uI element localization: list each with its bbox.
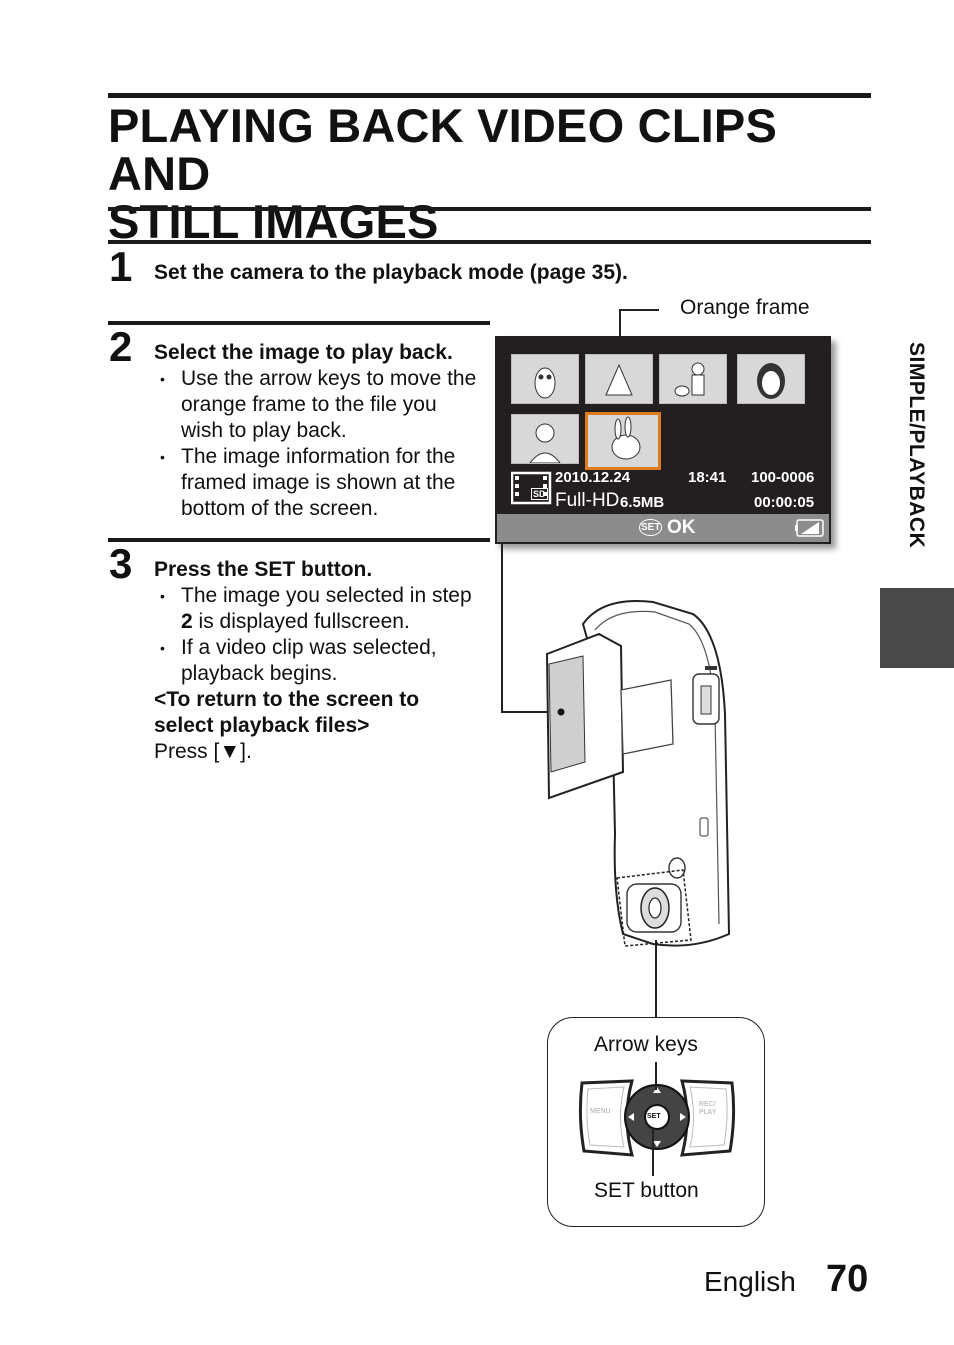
step-3-rule — [108, 538, 490, 542]
screen-callout-v — [501, 544, 503, 712]
screen-file-size: 6.5MB — [620, 494, 665, 511]
step-2-heading: Select the image to play back. — [154, 341, 453, 364]
arrow-right-icon — [680, 1113, 686, 1121]
orange-frame-callout-h — [619, 309, 659, 311]
lcd-callout-dot — [557, 708, 565, 716]
battery-icon — [795, 519, 824, 537]
step-3-bullet-1-pre: The image you selected in step — [181, 584, 472, 607]
screen-time: 18:41 — [688, 469, 727, 486]
arrow-up-icon — [653, 1087, 661, 1093]
screen-duration: 00:00:05 — [754, 494, 815, 511]
screen-file-number: 100-0006 — [751, 469, 815, 486]
return-heading-line-2: select playback files> — [154, 714, 370, 737]
step-2-rule — [108, 321, 490, 325]
sd-card-badge: SD — [531, 488, 548, 500]
page-title-line-1: PLAYING BACK VIDEO CLIPS AND — [108, 99, 777, 200]
step-1-heading: Set the camera to the playback mode (pag… — [154, 261, 628, 284]
set-button-pointer — [652, 1128, 654, 1176]
lcd-playback-screen: SD 2010.12.24 18:41 100-0006 Full-HD 6.5… — [495, 336, 831, 544]
step-2-bullet-1: Use the arrow keys to move the orange fr… — [154, 366, 479, 444]
screen-mode: Full-HD — [555, 490, 620, 511]
step-3-bullet-2: If a video clip was selected, playback b… — [154, 635, 479, 687]
thumbnail-girl-dog — [659, 354, 727, 404]
ok-label: OK — [667, 517, 696, 538]
set-button-icon — [644, 1104, 670, 1130]
keypad-rec-play-text-2: PLAY — [699, 1109, 717, 1116]
orange-frame-label: Orange frame — [680, 296, 810, 319]
arrow-keys-label: Arrow keys — [594, 1033, 698, 1056]
page-title: PLAYING BACK VIDEO CLIPS AND STILL IMAGE… — [108, 102, 878, 246]
step-3-bullet-1-post: is displayed fullscreen. — [192, 610, 410, 633]
step-3-bullet-1-bold: 2 — [181, 610, 193, 633]
step-1-rule — [108, 240, 871, 244]
keypad-menu-text: MENU — [590, 1108, 611, 1115]
step-3-heading: Press the SET button. — [154, 558, 373, 581]
step-3-bullets: The image you selected in step 2 is disp… — [154, 583, 479, 687]
camera-illustration — [545, 600, 731, 947]
step-3-content: Press the SET button. The image you sele… — [154, 557, 479, 765]
keypad-rec-play-text-1: REC/ — [699, 1101, 716, 1108]
thumbnail-woman — [511, 414, 579, 464]
title-bottom-rule — [108, 207, 871, 211]
arrow-down-icon — [653, 1141, 661, 1147]
step-2-bullet-2: The image information for the framed ima… — [154, 444, 479, 522]
step-2-content: Select the image to play back. Use the a… — [154, 340, 479, 522]
step-3-number: 3 — [109, 540, 133, 587]
keypad-set-text: SET — [647, 1113, 661, 1120]
arrow-left-icon — [628, 1113, 634, 1121]
girl-icon — [674, 362, 705, 397]
portrait-icon — [757, 363, 785, 399]
video-clip-icon — [511, 471, 552, 505]
bird-icon — [605, 363, 633, 396]
return-instruction: Press [▼]. — [154, 740, 252, 763]
screen-status-bar: SET OK — [497, 514, 829, 542]
step-2-number: 2 — [109, 323, 133, 370]
step-1-number: 1 — [109, 243, 133, 290]
return-heading-line-1: <To return to the screen to — [154, 688, 420, 711]
page-title-line-2: STILL IMAGES — [108, 195, 439, 248]
step-2-bullets: Use the arrow keys to move the orange fr… — [154, 366, 479, 522]
screen-callout-h — [501, 711, 563, 713]
thumbnail-bird — [585, 354, 653, 404]
set-badge: SET — [639, 519, 663, 536]
thumbnail-rabbit-selected[interactable] — [585, 412, 661, 470]
title-top-rule — [108, 93, 871, 98]
keys-callout-v — [655, 940, 657, 1018]
woman-icon — [528, 423, 562, 464]
step-3-bullet-1: The image you selected in step 2 is disp… — [154, 583, 479, 635]
thumbnail-owl — [511, 354, 579, 404]
set-button-label: SET button — [594, 1179, 699, 1202]
footer-language: English — [704, 1266, 796, 1297]
arrow-keys-pointer — [655, 1062, 657, 1090]
screen-date: 2010.12.24 — [555, 469, 631, 486]
thumbnail-portrait — [737, 354, 805, 404]
section-side-tab — [880, 588, 954, 668]
keypad-illustration — [578, 1079, 736, 1157]
footer-page-number: 70 — [826, 1258, 869, 1300]
section-side-label: SIMPLE/PLAYBACK — [905, 342, 928, 549]
owl-icon — [534, 367, 556, 399]
rabbit-icon — [611, 416, 641, 460]
